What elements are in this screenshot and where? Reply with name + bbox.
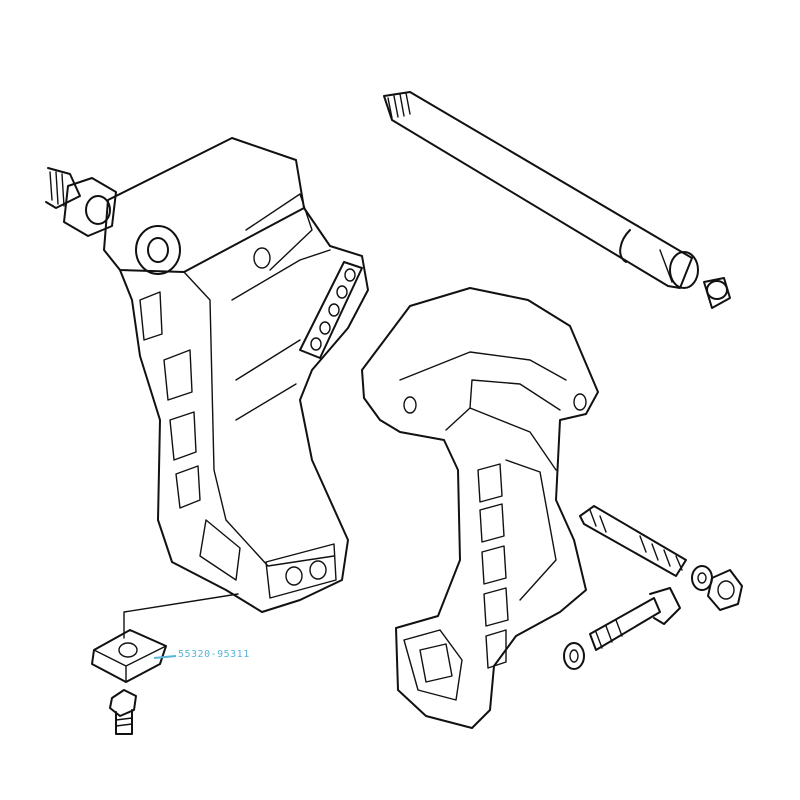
stud-bolt — [579, 505, 687, 577]
right-bracket — [361, 287, 599, 729]
washer — [691, 565, 713, 591]
callout-pointer — [153, 655, 177, 659]
small-bolt — [109, 689, 137, 735]
square-plate-nut — [91, 629, 167, 683]
bushing — [703, 277, 731, 309]
part-number-label: 55320-95311 — [178, 649, 250, 660]
spacer-washer — [563, 642, 585, 670]
nut — [707, 569, 743, 611]
callout-leader — [123, 593, 239, 639]
hex-bolt — [589, 587, 681, 651]
left-bracket — [45, 137, 369, 613]
through-bolt — [383, 91, 699, 289]
